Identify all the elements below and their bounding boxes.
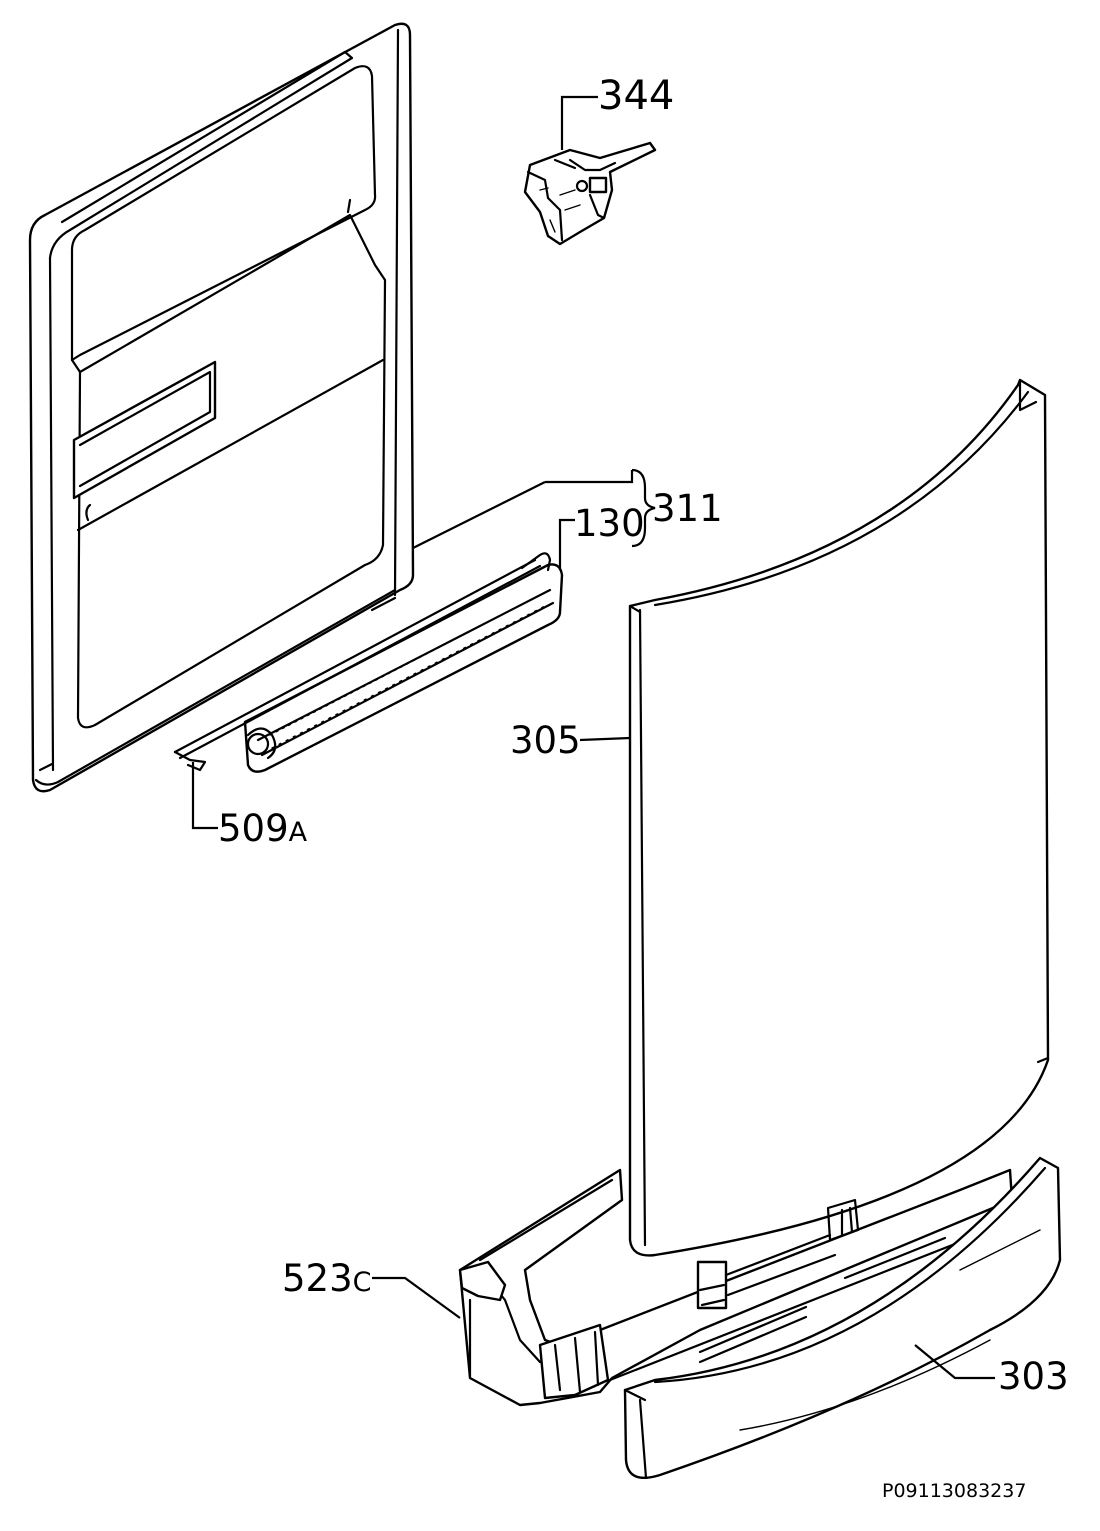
part-305-outer-door [628,378,1050,1257]
part-130-door-seal [243,552,564,773]
leader-523C [372,1276,461,1319]
leader-311 [545,470,634,484]
inner-door-panel [28,22,415,793]
leader-lines [191,95,995,1380]
label-part-523c-number: 523 [282,1257,353,1300]
label-part-523c: 523C [282,1260,371,1297]
label-part-523c-suffix: C [352,1267,372,1298]
leader-303 [914,1344,995,1380]
label-part-130: 130 [574,502,645,545]
label-part-509a: 509A [218,810,307,847]
part-523C-bottom-frame [458,1168,1014,1407]
document-code: P09113083237 [882,1480,1027,1502]
leader-305 [579,736,631,742]
leader-130 [558,518,575,570]
leader-509A [191,762,218,830]
part-509A-clip [173,558,542,772]
label-part-344: 344 [598,73,675,119]
leader-344 [560,95,598,150]
label-part-305: 305 [510,719,581,762]
label-part-509a-suffix: A [288,817,308,848]
part-344-hinge [523,141,657,246]
label-part-311: 311 [652,487,723,530]
label-part-303: 303 [998,1355,1069,1398]
part-303-kick-plate [623,1156,1062,1480]
brace-311 [631,468,656,548]
label-part-509a-number: 509 [218,807,289,850]
